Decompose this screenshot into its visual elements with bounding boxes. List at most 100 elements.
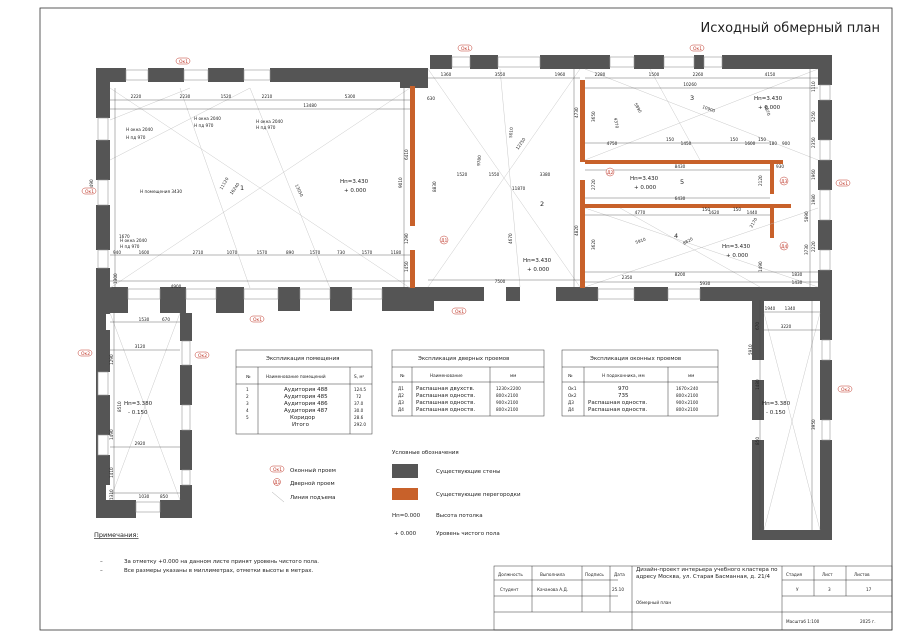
dim-label: 150: [730, 137, 738, 142]
door-tag: Д1: [441, 238, 448, 244]
dim-label: 1480: [755, 379, 760, 390]
dim-label: 2260: [693, 72, 704, 77]
dim-label: 4730: [574, 107, 579, 118]
sheet-title: Исходный обмерный план: [701, 21, 881, 36]
dim-label: 2120: [758, 175, 763, 186]
dim-label: 3950: [811, 419, 816, 430]
legend-label: Уровень чистого пола: [436, 531, 500, 537]
dim-label: 1940: [765, 306, 776, 311]
title-block: Должность Выполнила Подпись Дата Студент…: [493, 565, 893, 631]
dim-label: 1450: [681, 141, 692, 146]
dimension-values: 2220 2230 1520 2210 5300 13480 1360 3550…: [89, 72, 816, 500]
dim-label: 5930: [700, 281, 711, 286]
notes: Примечания: – За отметку +0.000 на данно…: [94, 531, 319, 574]
dim-label: 4970: [763, 105, 771, 117]
dim-label: 1980: [811, 194, 816, 205]
table-header: мм: [510, 373, 516, 378]
dim-label: 4820: [574, 225, 579, 236]
table-header: №: [400, 373, 405, 378]
dim-label: 2230: [180, 94, 191, 99]
dim-label: 180: [769, 141, 777, 146]
dim-label: 1070: [227, 250, 238, 255]
dim-label: 1830: [792, 272, 803, 277]
dim-label: 4670: [508, 233, 513, 244]
window-tag: Ок1: [839, 181, 848, 187]
dim-label: 6430: [675, 196, 686, 201]
dim-label: 8510: [117, 401, 122, 412]
stamp-header: Дата: [614, 572, 625, 577]
room-level: Нп=3.380: [124, 401, 153, 407]
legend-label: Существующие стены: [436, 469, 500, 475]
stamp-header: Листов: [854, 572, 870, 577]
dim-label: 9490: [89, 179, 94, 190]
dim-label: 2350: [622, 275, 633, 280]
door-markers: Д1 Д2 Д3 Д4: [439, 167, 789, 251]
dim-label: 1030: [139, 494, 150, 499]
window-note: Н окна 2040: [194, 116, 221, 121]
table-cell: 800×2100: [496, 407, 518, 412]
dim-label: 5910: [635, 236, 647, 244]
rooms-table: Экспликация помещения № Наименование пом…: [235, 349, 373, 435]
table-cell: Распашная одноств.: [588, 400, 647, 406]
stamp-author: Качанова А.Д.: [537, 587, 568, 592]
table-cell: 30.0: [354, 408, 364, 413]
dim-label: 12250: [515, 137, 527, 151]
table-header: S, м²: [354, 374, 364, 379]
stamp-scale: Масштаб 1:100: [786, 619, 820, 624]
table-cell: Д3: [568, 400, 574, 405]
table-cell: 900×2100: [676, 400, 698, 405]
room-markers: 1 2 3 4 5 Нп=3.430 + 0.000 Нп=3.430 + 0.…: [124, 94, 791, 416]
dim-label: 2170: [749, 216, 759, 228]
dim-label: 9780: [476, 155, 482, 166]
table-cell: 1: [246, 387, 249, 392]
table-cell: Аудитория 488: [284, 387, 328, 393]
window-tag: Ок2: [81, 351, 90, 357]
dim-label: 10900: [702, 104, 717, 113]
table-cell: 124.5: [354, 387, 366, 392]
table-cell: Д4: [398, 407, 404, 412]
window-notes: Н окна 2040 Н пд 970 Н окна 2040 Н пд 97…: [120, 116, 283, 249]
legend-symbol: Нп=0.000: [392, 513, 421, 519]
wall-swatch: [392, 464, 418, 478]
dim-label: 6410: [404, 149, 409, 160]
stamp-header: Лист: [822, 572, 833, 577]
dim-label: 1530: [139, 317, 150, 322]
survey-lines: [109, 68, 821, 531]
room-floor: + 0.000: [634, 185, 657, 191]
dim-label: 850: [160, 494, 168, 499]
dim-label: 1180: [391, 250, 402, 255]
dim-label: 1490: [109, 429, 114, 440]
dim-label: 1300: [113, 273, 118, 284]
stamp-sheet-name: Обмерный план: [636, 600, 671, 605]
stamp-date: 25.10: [612, 587, 624, 592]
dim-label: 2710: [193, 250, 204, 255]
legend-label: Дверной проем: [290, 480, 335, 487]
dim-label: 850: [755, 437, 760, 445]
dim-label: 1440: [747, 210, 758, 215]
dim-label: 16240: [229, 182, 241, 196]
dim-label: 1600: [745, 141, 756, 146]
note-item: За отметку +0.000 на данном листе принят…: [124, 559, 319, 565]
table-cell: 735: [618, 393, 629, 399]
dim-label: 2210: [262, 94, 273, 99]
dim-label: 2720: [591, 179, 596, 190]
stamp-header: Подпись: [585, 572, 604, 577]
dim-label: 4900: [171, 284, 182, 289]
dim-label: 2220: [131, 94, 142, 99]
dim-label: 1520: [457, 172, 468, 177]
dim-label: 1620: [709, 210, 720, 215]
dim-label: 5910: [748, 344, 753, 355]
table-cell: Аудитория 487: [284, 408, 328, 414]
dim-label: 4370: [613, 117, 620, 129]
windows: [97, 56, 831, 513]
dim-label: 4150: [765, 72, 776, 77]
door-tag: Д4: [781, 244, 788, 250]
stamp-project: Дизайн-проект интерьера учебного кластер…: [636, 567, 778, 580]
dim-label: 1960: [555, 72, 566, 77]
stamp-year: 2025 г.: [860, 619, 876, 624]
dim-label: 1520: [221, 94, 232, 99]
room-level: Нп=3.430: [754, 96, 783, 102]
room-floor: - 0.150: [128, 410, 148, 416]
stamp-stage: У: [796, 587, 799, 592]
